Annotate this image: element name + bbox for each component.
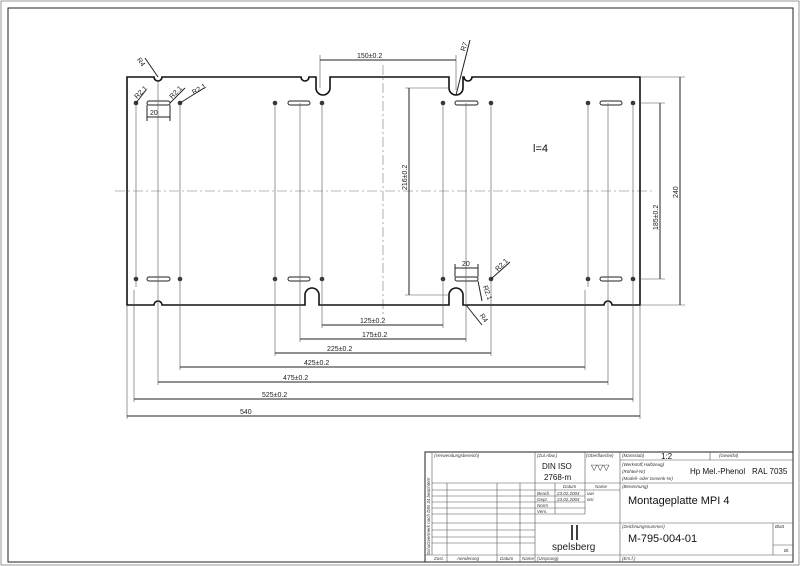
- zust-label: Zust.: [433, 556, 444, 561]
- dim-r4-top: R4: [135, 57, 146, 68]
- dimension-lines: [127, 39, 681, 417]
- row-date: 23.02.2004: [556, 491, 580, 496]
- part-name: Montageplatte MPI 4: [628, 495, 730, 507]
- row-label: Vers.: [537, 509, 547, 514]
- benennung-label: (Benennung): [622, 484, 649, 489]
- dim-425: 425±0.2: [304, 360, 329, 367]
- dim-20-bottom: 20: [462, 261, 470, 268]
- dim-240: 240: [673, 186, 680, 198]
- protection-note: Schutzvermerk nach DIN 34 beachten!: [426, 477, 431, 555]
- name-header: Name: [595, 484, 608, 489]
- surface-symbol: ▽▽▽: [591, 463, 610, 472]
- drawing-frame: [7, 7, 794, 563]
- ral-color: RAL 7035: [752, 467, 788, 476]
- dim-r7-top: R7: [460, 41, 470, 52]
- tolerance-class: 2768-m: [544, 473, 571, 482]
- name-label: Name: [522, 556, 535, 561]
- datum-header: Datum: [563, 484, 577, 489]
- material: Hp Mel.-Phenol: [690, 467, 745, 476]
- dim-r21-e: R2.1: [481, 285, 493, 301]
- row-name: uwi: [587, 491, 595, 496]
- massstab-label: (Massstab): [622, 453, 645, 458]
- dim-475: 475±0.2: [283, 375, 308, 382]
- dim-r21-c: R2.1: [191, 83, 207, 97]
- aenderung-label: Aenderung: [456, 556, 480, 561]
- thickness-label: l=4: [533, 143, 548, 155]
- blatt-label: Blatt: [775, 524, 785, 529]
- row-label: Gepr.: [537, 497, 548, 502]
- verwendungsbereich-label: (Verwendungsbereich): [434, 453, 480, 458]
- tolerance-standard: DIN ISO: [542, 462, 572, 471]
- row-name: wsi: [587, 497, 594, 502]
- dim-216: 216±0.2: [402, 165, 409, 190]
- plate-outline: [126, 76, 641, 306]
- dim-225: 225±0.2: [327, 346, 352, 353]
- dim-175: 175±0.2: [362, 332, 387, 339]
- dim-125: 125±0.2: [360, 318, 385, 325]
- werkstoff-label: (Werkstoff,Halbzeug): [622, 462, 665, 467]
- row-label: Bearb.: [537, 491, 550, 496]
- approval-rows: Bearb. 23.02.2004 uwi Gepr. 23.02.2004 w…: [537, 491, 595, 514]
- dim-525: 525±0.2: [262, 392, 287, 399]
- bl-label: Bl.: [784, 548, 789, 553]
- row-label: Norm: [537, 503, 548, 508]
- holes-bottom-row: [133, 276, 636, 282]
- dimension-labels: R4 R7 R2.1 R2.1 R2.1 20 150±0.2 216±0.2 …: [134, 41, 680, 416]
- modell-label: (Modell- oder Gesenk-Nr): [622, 476, 674, 481]
- dim-r21-d: R2.1: [494, 258, 509, 273]
- drawing-number: M-795-004-01: [628, 533, 697, 545]
- ers-label: (Ers.f.): [622, 556, 636, 561]
- spelsberg-logo: spelsberg: [552, 525, 595, 553]
- holes-top-row: [133, 100, 636, 106]
- ursprung-label: (Ursprung): [537, 556, 559, 561]
- oberflaeche-label: (Oberflaeche): [586, 453, 614, 458]
- zul-abw-label: (Zul.Abw.): [537, 453, 558, 458]
- scale-value: 1:2: [661, 452, 673, 461]
- rohteil-label: (Rohteil-Nr): [622, 469, 646, 474]
- title-block: Schutzvermerk nach DIN 34 beachten! (Ver…: [424, 451, 794, 563]
- dim-r21-b: R2.1: [169, 85, 184, 100]
- extension-lines: [126, 55, 685, 419]
- zeichnungsnummer-label: (Zeichnungsnummer): [622, 524, 665, 529]
- gewicht-label: (Gewicht): [719, 453, 739, 458]
- dim-20-top: 20: [150, 110, 158, 117]
- dim-540: 540: [240, 409, 252, 416]
- logo-text: spelsberg: [552, 542, 595, 553]
- row-date: 23.02.2004: [556, 497, 580, 502]
- datum-label: Datum: [500, 556, 514, 561]
- dim-150: 150±0.2: [357, 53, 382, 60]
- dim-r21-a: R2.1: [134, 85, 149, 100]
- dim-r4-bottom: R4: [478, 313, 489, 324]
- dim-185: 185±0.2: [653, 205, 660, 230]
